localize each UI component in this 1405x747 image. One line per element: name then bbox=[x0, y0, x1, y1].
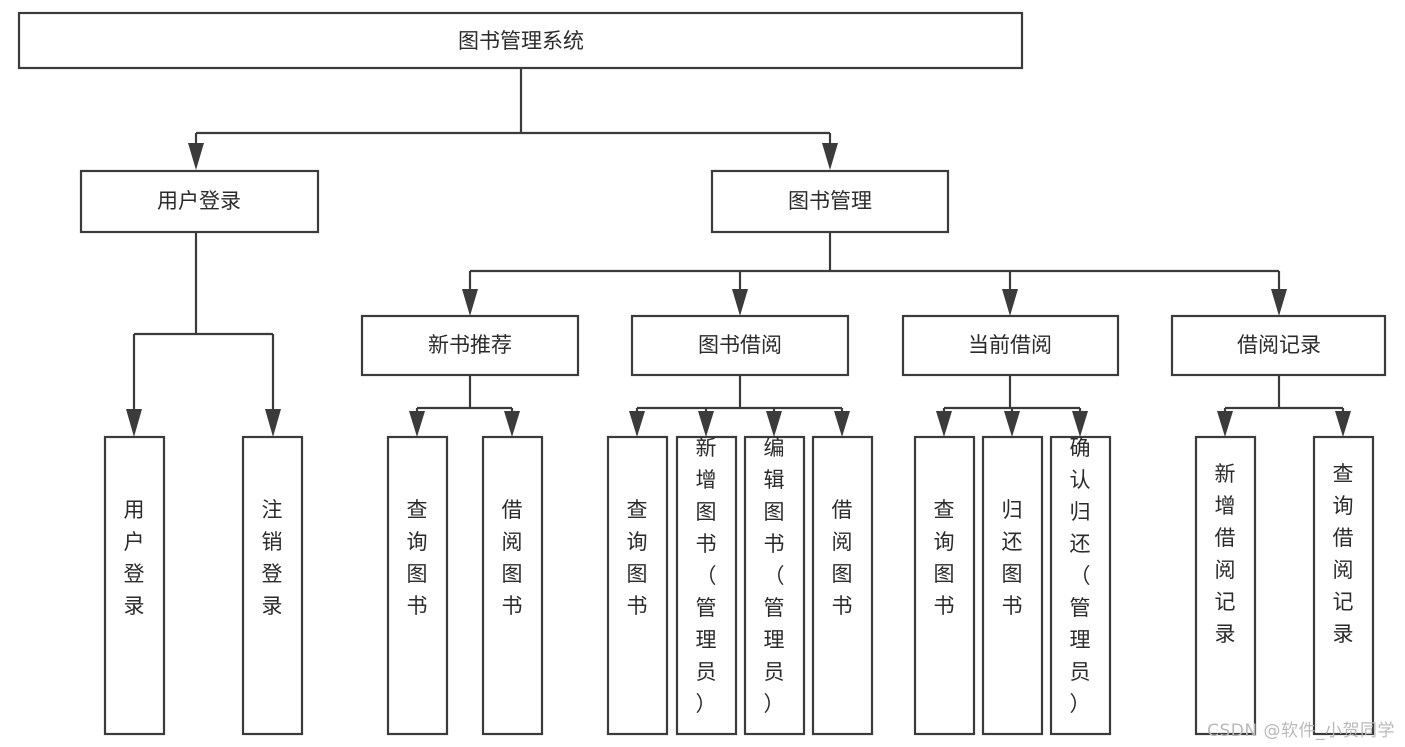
connector-group-user-login bbox=[126, 232, 281, 437]
node-leaf-query-book-1-box[interactable] bbox=[386, 435, 449, 736]
node-root-label: 图书管理系统 bbox=[458, 29, 584, 53]
node-root[interactable]: 图书管理系统 bbox=[17, 11, 1024, 70]
node-leaf-borrow-book-2-box[interactable] bbox=[811, 435, 874, 736]
watermark: CSDN @软件_小贺同学 bbox=[1207, 721, 1395, 741]
node-root-box[interactable] bbox=[17, 11, 1024, 70]
node-leaf-borrow-book-1-label: 借阅图书 bbox=[502, 498, 523, 618]
node-leaf-add-book-label: 新增图书（管理员） bbox=[696, 436, 717, 716]
arrow-head-icon bbox=[265, 409, 281, 437]
node-book-borrow[interactable]: 图书借阅 bbox=[630, 314, 850, 377]
arrow-head-icon bbox=[1072, 411, 1088, 437]
node-leaf-return-book-label: 归还图书 bbox=[1002, 498, 1023, 618]
node-leaf-return-book[interactable]: 归还图书 bbox=[981, 435, 1044, 736]
node-borrow-record-label: 借阅记录 bbox=[1237, 333, 1321, 357]
node-leaf-query-book-1[interactable]: 查询图书 bbox=[386, 435, 449, 736]
node-leaf-edit-book[interactable]: 编辑图书（管理员） bbox=[743, 435, 806, 736]
arrow-head-icon bbox=[766, 411, 782, 437]
node-leaf-query-book-2-label: 查询图书 bbox=[627, 498, 648, 618]
node-current-borrow[interactable]: 当前借阅 bbox=[901, 314, 1120, 377]
arrow-head-icon bbox=[629, 411, 645, 437]
node-leaf-query-record[interactable]: 查询借阅记录 bbox=[1312, 435, 1375, 736]
connector-group-new-book-recommend bbox=[409, 375, 520, 437]
node-leaf-confirm-return-box[interactable] bbox=[1049, 435, 1112, 736]
node-leaf-query-book-1-label: 查询图书 bbox=[407, 498, 428, 618]
arrow-head-icon bbox=[822, 143, 838, 170]
node-leaf-add-record[interactable]: 新增借阅记录 bbox=[1194, 435, 1257, 736]
node-user-login[interactable]: 用户登录 bbox=[79, 169, 320, 234]
node-leaf-add-book-box[interactable] bbox=[675, 435, 738, 736]
node-leaf-query-book-3-box[interactable] bbox=[913, 435, 976, 736]
connector-group-borrow-record bbox=[1217, 375, 1351, 437]
arrow-head-icon bbox=[188, 143, 204, 170]
arrow-head-icon bbox=[1335, 411, 1351, 437]
node-current-borrow-box[interactable] bbox=[901, 314, 1120, 377]
node-user-login-label: 用户登录 bbox=[157, 189, 241, 213]
node-leaf-user-login[interactable]: 用户登录 bbox=[103, 435, 166, 736]
node-book-manage-box[interactable] bbox=[710, 169, 950, 234]
connector-group-current-borrow bbox=[936, 375, 1088, 437]
node-leaf-confirm-return-label: 确认归还（管理员） bbox=[1070, 436, 1091, 716]
node-leaf-user-logout[interactable]: 注销登录 bbox=[241, 435, 304, 736]
arrow-head-icon bbox=[698, 411, 714, 437]
arrow-head-icon bbox=[1217, 411, 1233, 437]
node-leaf-edit-book-box[interactable] bbox=[743, 435, 806, 736]
connector-group-book-borrow bbox=[629, 375, 850, 437]
node-leaf-edit-book-label: 编辑图书（管理员） bbox=[764, 436, 785, 716]
connector-group-root bbox=[188, 68, 838, 170]
node-leaf-borrow-book-1[interactable]: 借阅图书 bbox=[481, 435, 544, 736]
node-leaf-query-book-2-box[interactable] bbox=[606, 435, 669, 736]
connector-group-book-manage bbox=[462, 232, 1287, 316]
arrow-head-icon bbox=[126, 409, 142, 437]
node-leaf-borrow-book-2[interactable]: 借阅图书 bbox=[811, 435, 874, 736]
node-leaf-add-record-box[interactable] bbox=[1194, 435, 1257, 736]
node-leaf-add-record-label: 新增借阅记录 bbox=[1215, 462, 1236, 646]
node-borrow-record-box[interactable] bbox=[1170, 314, 1387, 377]
node-leaf-borrow-book-1-box[interactable] bbox=[481, 435, 544, 736]
node-leaf-return-book-box[interactable] bbox=[981, 435, 1044, 736]
arrow-head-icon bbox=[936, 411, 952, 437]
node-leaf-user-logout-box[interactable] bbox=[241, 435, 304, 736]
node-book-manage-label: 图书管理 bbox=[788, 189, 872, 213]
node-new-book-recommend-box[interactable] bbox=[360, 314, 580, 377]
arrow-head-icon bbox=[834, 411, 850, 437]
arrow-head-icon bbox=[732, 289, 748, 316]
arrow-head-icon bbox=[409, 411, 425, 437]
node-leaf-user-login-label: 用户登录 bbox=[124, 498, 145, 618]
arrow-head-icon bbox=[1002, 289, 1018, 316]
node-leaf-user-logout-label: 注销登录 bbox=[262, 498, 283, 618]
arrow-head-icon bbox=[1004, 411, 1020, 437]
arrow-head-icon bbox=[462, 289, 478, 316]
node-leaf-query-book-3[interactable]: 查询图书 bbox=[913, 435, 976, 736]
node-book-manage[interactable]: 图书管理 bbox=[710, 169, 950, 234]
node-leaf-query-record-box[interactable] bbox=[1312, 435, 1375, 736]
node-new-book-recommend[interactable]: 新书推荐 bbox=[360, 314, 580, 377]
node-leaf-borrow-book-2-label: 借阅图书 bbox=[832, 498, 853, 618]
arrow-head-icon bbox=[1271, 289, 1287, 316]
node-leaf-query-book-3-label: 查询图书 bbox=[934, 498, 955, 618]
node-leaf-confirm-return[interactable]: 确认归还（管理员） bbox=[1049, 435, 1112, 736]
node-leaf-query-book-2[interactable]: 查询图书 bbox=[606, 435, 669, 736]
arrow-head-icon bbox=[504, 411, 520, 437]
node-leaf-user-login-box[interactable] bbox=[103, 435, 166, 736]
node-leaf-add-book[interactable]: 新增图书（管理员） bbox=[675, 435, 738, 736]
node-user-login-box[interactable] bbox=[79, 169, 320, 234]
node-book-borrow-label: 图书借阅 bbox=[698, 333, 782, 357]
node-current-borrow-label: 当前借阅 bbox=[968, 333, 1052, 357]
node-leaf-query-record-label: 查询借阅记录 bbox=[1333, 462, 1354, 646]
node-book-borrow-box[interactable] bbox=[630, 314, 850, 377]
node-new-book-recommend-label: 新书推荐 bbox=[428, 333, 512, 357]
node-borrow-record[interactable]: 借阅记录 bbox=[1170, 314, 1387, 377]
